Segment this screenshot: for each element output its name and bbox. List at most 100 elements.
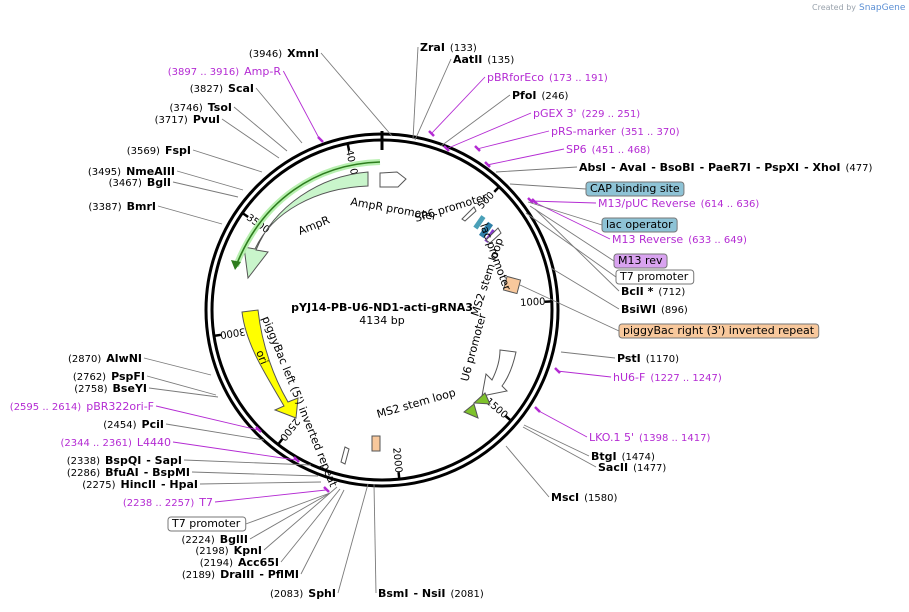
- label-part: BtgI: [591, 450, 617, 463]
- leader-line: [486, 148, 565, 166]
- label-pvui: (3717)PvuI: [155, 113, 220, 126]
- label-part: T7: [198, 496, 213, 509]
- leader-line: [529, 205, 615, 262]
- label-part: pBRforEco: [487, 71, 544, 84]
- label-part: LKO.1 5': [589, 431, 634, 444]
- label-part: (2758): [74, 384, 107, 395]
- leader-line: [146, 375, 217, 396]
- tick-mark: [277, 438, 284, 446]
- label-m13-reverse: M13 Reverse(633 .. 649): [612, 233, 747, 246]
- label-part: (3387): [88, 202, 121, 213]
- leader-line: [192, 149, 263, 173]
- tick-label: 2000: [390, 447, 404, 473]
- label-part: (133): [450, 43, 477, 54]
- primer-mark: [527, 197, 534, 204]
- label-part: (477): [846, 163, 873, 174]
- leader-line: [172, 441, 297, 461]
- label-l4440: (2344 .. 2361)L4440: [60, 436, 171, 449]
- credit-brand: SnapGene: [859, 3, 906, 13]
- leader-line: [280, 488, 341, 563]
- leader-line: [245, 492, 331, 525]
- label-part: SacII: [598, 461, 628, 474]
- tick-mark: [213, 333, 222, 338]
- label-part: (712): [658, 287, 685, 298]
- box-t7-promoter-box1: [615, 269, 695, 285]
- label-part: - XhoI: [804, 161, 840, 174]
- label-part: hU6-F: [613, 371, 645, 384]
- label-part: (2870): [68, 354, 101, 365]
- label-pbrforeco: pBRforEco (173 .. 191): [487, 71, 608, 84]
- label-sp6-primer: SP6(451 .. 468): [566, 143, 650, 156]
- label-part: ZraI: [420, 41, 445, 54]
- label-part: - PaeR7I: [700, 161, 751, 174]
- leader-line: [522, 426, 597, 468]
- ori-label: ori: [253, 348, 270, 366]
- label-pspfi: (2762)PspFI: [73, 370, 145, 383]
- label-lko1: LKO.1 5' (1398 .. 1417): [589, 431, 710, 444]
- label-part: PciI: [142, 418, 164, 431]
- label-part: - SapI: [146, 454, 182, 467]
- plasmid-size: 4134 bp: [359, 314, 404, 327]
- leader-line: [199, 481, 322, 485]
- label-m13puc-rev: M13/pUC Reverse(614 .. 636): [598, 197, 759, 210]
- label-part: - PspXI: [756, 161, 799, 174]
- leader-line: [157, 205, 223, 225]
- label-part: MscI: [551, 491, 579, 504]
- label-part: (1170): [646, 354, 679, 365]
- label-pcii: (2454)PciI: [103, 418, 164, 431]
- leader-line: [440, 94, 511, 147]
- label-part: PstI: [617, 352, 641, 365]
- primer-mark: [534, 406, 541, 413]
- label-pgex3: pGEX 3'(229 .. 251): [533, 107, 640, 120]
- box-t7-promoter-box2: [167, 516, 247, 532]
- label-part: (351 .. 370): [621, 127, 680, 138]
- label-part: BfuAI: [105, 466, 139, 479]
- box-text-cap-binding-site: CAP binding site: [590, 182, 680, 195]
- box-text-piggybac-right: piggyBac right (3') inverted repeat: [623, 324, 815, 337]
- label-nmeaiii: (3495)NmeAIII: [88, 165, 175, 178]
- ampr-outer-line: [235, 161, 381, 267]
- label-part: BclI *: [621, 285, 654, 298]
- label-part: M13/pUC Reverse: [598, 197, 696, 210]
- label-part: (1398 .. 1417): [639, 433, 711, 444]
- label-zrai: ZraI (133): [420, 41, 477, 54]
- label-part: (135): [487, 55, 514, 66]
- label-part: (633 .. 649): [688, 235, 747, 246]
- label-part: PfoI: [512, 89, 537, 102]
- leader-line: [505, 445, 550, 498]
- label-part: BglI: [147, 176, 171, 189]
- label-part: AatII: [453, 53, 482, 66]
- box-text-lac-operator: lac operator: [606, 218, 673, 231]
- label-part: (1227 .. 1247): [650, 373, 722, 384]
- label-bseyi: (2758)BseYI: [74, 382, 147, 395]
- box-m13-rev: [613, 253, 668, 269]
- tick-mark: [493, 185, 501, 193]
- leader-line: [183, 459, 312, 466]
- leader-line: [476, 130, 550, 150]
- label-part: (173 .. 191): [549, 73, 608, 84]
- box-lac-operator: [601, 217, 678, 233]
- leader-line: [172, 181, 239, 198]
- ampr-arrow: [243, 171, 369, 280]
- primer-mark: [443, 145, 450, 152]
- leader-line: [176, 170, 244, 191]
- label-part: KpnI: [234, 544, 262, 557]
- label-part: FspI: [165, 144, 191, 157]
- label-part: (2194): [200, 558, 233, 569]
- leader-line: [249, 492, 331, 540]
- label-part: (2275): [82, 480, 115, 491]
- label-bsmi: BsmI- NsiI(2081): [378, 587, 484, 600]
- label-part: - BspMI: [144, 466, 190, 479]
- label-part: (3569): [127, 146, 160, 157]
- label-part: TsoI: [208, 101, 232, 114]
- credit-prefix: Created by: [812, 3, 856, 12]
- label-part: (2198): [195, 546, 228, 557]
- primer-mark: [293, 456, 300, 463]
- label-prs-marker: pRS-marker(351 .. 370): [551, 125, 680, 138]
- leader-line: [495, 166, 578, 173]
- leader-line: [556, 370, 612, 378]
- leader-line: [300, 489, 345, 575]
- label-hincii: (2275)HincII- HpaI: [82, 478, 198, 491]
